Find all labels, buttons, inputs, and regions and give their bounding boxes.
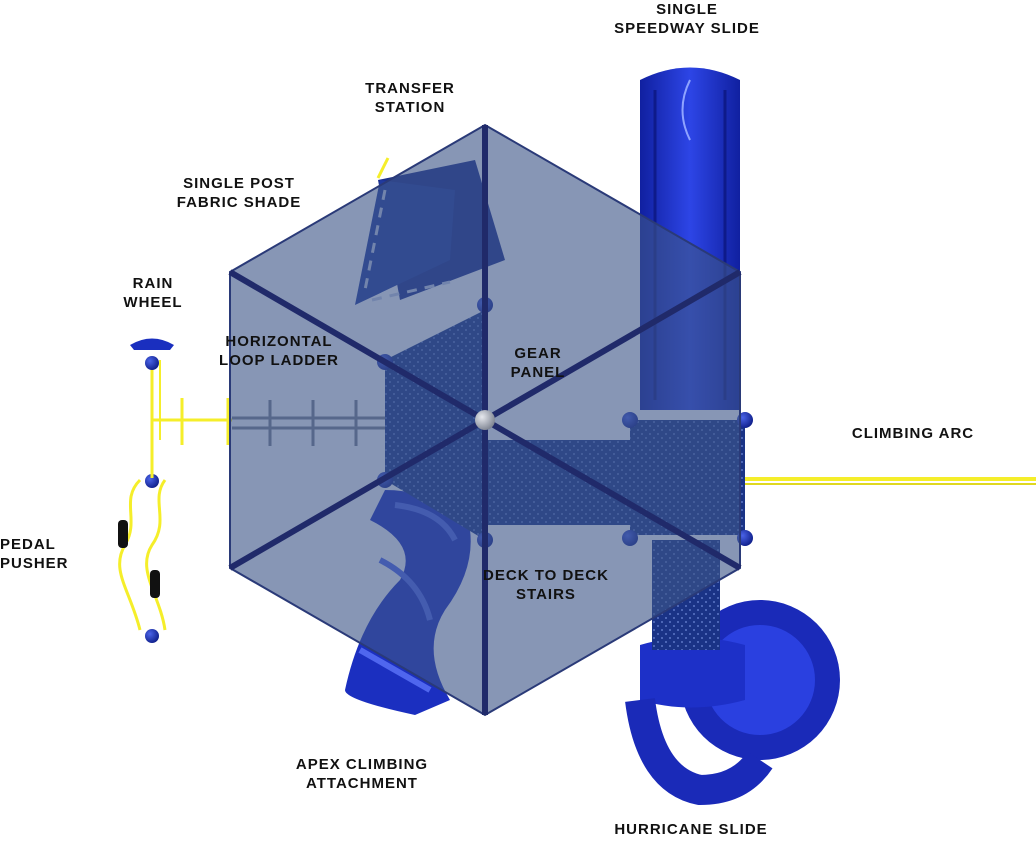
label-line: PANEL <box>510 364 566 381</box>
label-line: RAIN <box>132 275 174 292</box>
single-post-fabric-shade <box>228 123 742 717</box>
label-hurricane-slide: HURRICANE SLIDE <box>598 820 784 839</box>
label-deck-to-deck-stairs: DECK TO DECK STAIRS <box>470 566 622 604</box>
label-line: WHEEL <box>123 294 183 311</box>
label-single-post-fabric-shade: SINGLE POST FABRIC SHADE <box>172 174 306 212</box>
label-line: TRANSFER <box>365 80 455 97</box>
label-line: PUSHER <box>0 555 69 572</box>
rain-wheel <box>130 338 232 478</box>
label-line: APEX CLIMBING <box>295 756 429 773</box>
label-pedal-pusher: PEDAL PUSHER <box>0 535 80 573</box>
label-line: FABRIC SHADE <box>176 194 302 211</box>
label-horizontal-loop-ladder: HORIZONTAL LOOP LADDER <box>212 332 346 370</box>
pedal-right <box>150 570 160 598</box>
label-line: CLIMBING ARC <box>851 425 975 442</box>
label-line: STATION <box>374 99 446 116</box>
label-line: HORIZONTAL <box>225 333 333 350</box>
label-line: SINGLE POST <box>183 175 295 192</box>
pedal-left <box>118 520 128 548</box>
label-single-speedway-slide: SINGLE SPEEDWAY SLIDE <box>604 0 770 38</box>
label-gear-panel: GEAR PANEL <box>500 344 576 382</box>
label-line: LOOP LADDER <box>219 352 339 369</box>
label-line: PEDAL <box>0 536 56 553</box>
label-apex-climbing-attachment: APEX CLIMBING ATTACHMENT <box>282 755 442 793</box>
shade-hub <box>475 410 495 430</box>
label-transfer-station: TRANSFER STATION <box>350 79 470 117</box>
label-line: GEAR <box>514 345 562 362</box>
label-rain-wheel: RAIN WHEEL <box>110 274 196 312</box>
pedal-pusher <box>118 474 167 643</box>
label-line: DECK TO DECK <box>483 567 609 584</box>
label-climbing-arc: CLIMBING ARC <box>838 424 988 443</box>
climbing-arc <box>745 477 1036 485</box>
label-line: HURRICANE SLIDE <box>614 821 768 838</box>
label-line: SINGLE <box>656 1 718 18</box>
label-line: STAIRS <box>516 586 576 603</box>
label-line: SPEEDWAY SLIDE <box>614 20 760 37</box>
label-line: ATTACHMENT <box>306 775 418 792</box>
